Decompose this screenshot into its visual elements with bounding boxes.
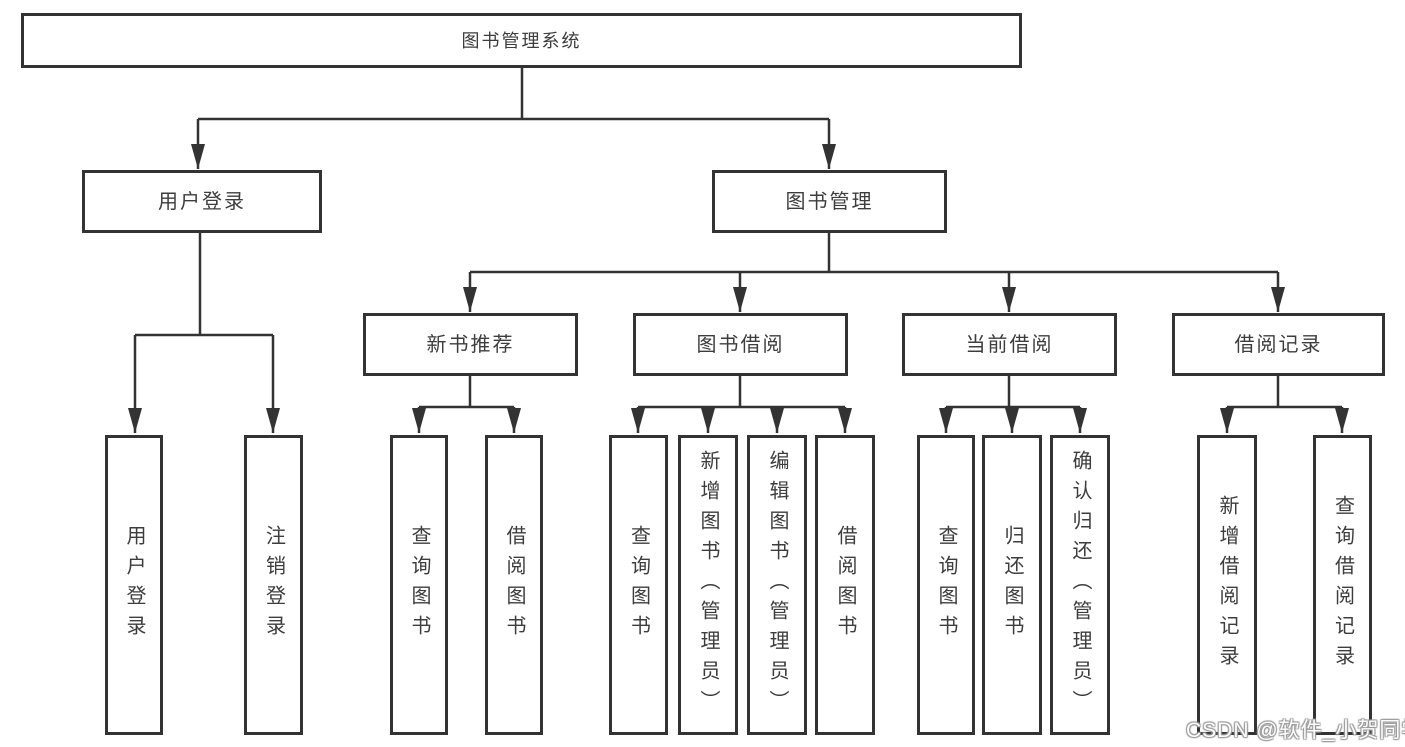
node-label: 新增图书（管理员）	[697, 450, 719, 720]
node-root: 图书管理系统	[21, 13, 1022, 68]
leaf-user-login: 用户登录	[105, 435, 163, 735]
node-book-borrowing: 图书借阅	[633, 313, 848, 376]
leaf-confirm-return-admin: 确认归还（管理员）	[1050, 435, 1110, 735]
node-label: 图书管理	[785, 190, 874, 213]
node-label: 查询图书	[935, 525, 957, 645]
leaf-return-books: 归还图书	[982, 435, 1042, 735]
node-label: 借阅图书	[503, 525, 525, 645]
leaf-borrow-books-recommendation: 借阅图书	[485, 435, 543, 735]
node-label: 注销登录	[262, 525, 285, 645]
node-user-login: 用户登录	[82, 170, 322, 233]
node-label: 借阅记录	[1234, 333, 1323, 356]
node-label: 查询图书	[408, 525, 430, 645]
node-label: 查询图书	[627, 525, 650, 645]
leaf-add-borrowing-record: 新增借阅记录	[1197, 435, 1257, 735]
node-label: 当前借阅	[965, 333, 1054, 356]
leaf-query-borrowing-record: 查询借阅记录	[1313, 435, 1372, 735]
node-label: 新增借阅记录	[1216, 495, 1238, 675]
node-label: 归还图书	[1001, 525, 1023, 645]
leaf-query-books-borrowing: 查询图书	[609, 435, 668, 735]
watermark: CSDN @软件_小贺同学	[1186, 719, 1405, 742]
node-label: 新书推荐	[426, 333, 515, 356]
leaf-add-books-admin: 新增图书（管理员）	[678, 435, 738, 735]
node-label: 编辑图书（管理员）	[766, 450, 788, 720]
leaf-query-books-recommendation: 查询图书	[390, 435, 448, 735]
node-borrowing-records: 借阅记录	[1172, 313, 1385, 376]
leaf-query-books-current: 查询图书	[917, 435, 975, 735]
node-current-borrowing: 当前借阅	[902, 313, 1117, 376]
node-label: 查询借阅记录	[1331, 495, 1354, 675]
node-label: 图书借阅	[696, 333, 785, 356]
leaf-logout: 注销登录	[244, 435, 303, 735]
node-label: 确认归还（管理员）	[1069, 450, 1091, 720]
node-label: 用户登录	[123, 525, 145, 645]
node-label: 用户登录	[158, 190, 246, 213]
node-new-book-recommendation: 新书推荐	[363, 313, 578, 376]
node-label: 借阅图书	[834, 525, 856, 645]
leaf-edit-books-admin: 编辑图书（管理员）	[747, 435, 807, 735]
leaf-borrow-books-borrowing: 借阅图书	[815, 435, 875, 735]
node-label: 图书管理系统	[461, 30, 582, 51]
node-book-management: 图书管理	[712, 170, 947, 233]
